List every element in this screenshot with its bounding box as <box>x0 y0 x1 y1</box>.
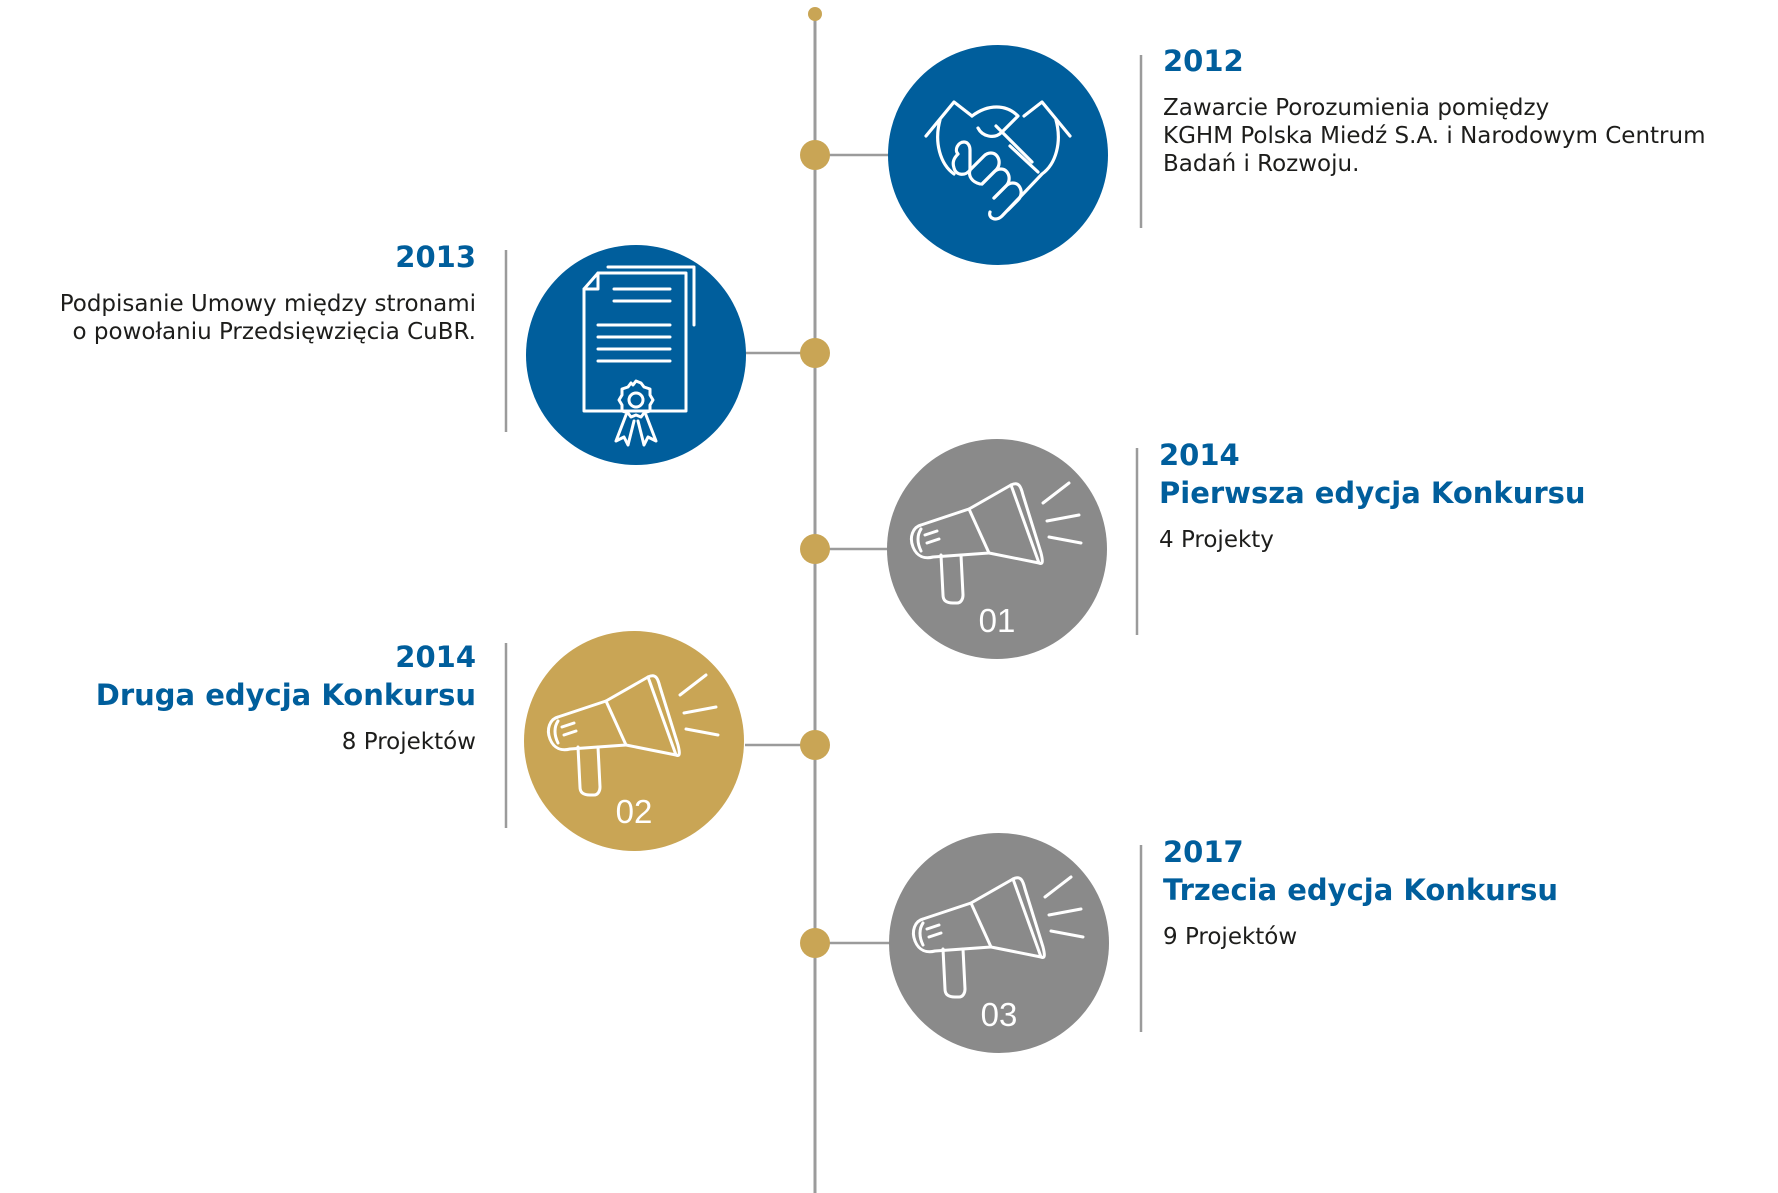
node-circle <box>524 631 744 851</box>
event-description: 4 Projekty <box>1159 527 1274 553</box>
node-dot <box>800 140 830 170</box>
node-badge: 01 <box>979 602 1016 639</box>
description-line: Podpisanie Umowy między stronami <box>59 291 476 317</box>
description-line: Badań i Rozwoju. <box>1163 151 1360 177</box>
node-badge: 02 <box>616 793 653 830</box>
event-2014-first-text: 2014 Pierwsza edycja Konkursu 4 Projekty <box>1159 436 1778 554</box>
node-dot <box>800 730 830 760</box>
event-description: 8 Projektów <box>341 729 476 755</box>
node-dot <box>800 928 830 958</box>
handshake-icon <box>924 100 1072 221</box>
event-2017-text: 2017 Trzecia edycja Konkursu 9 Projektów <box>1163 833 1778 951</box>
event-subtitle: Druga edycja Konkursu <box>95 678 476 712</box>
timeline-node-2014-second: 02 <box>504 631 830 851</box>
event-year: 2014 <box>1159 438 1240 472</box>
timeline-node-2017: 03 <box>800 833 1143 1053</box>
event-subtitle: Trzecia edycja Konkursu <box>1163 873 1559 907</box>
timeline-node-2014-first: 01 <box>800 439 1139 659</box>
event-2014-second-text: 2014 Druga edycja Konkursu 8 Projektów <box>0 638 476 756</box>
node-dot <box>800 534 830 564</box>
event-2012-text: 2012 Zawarcie Porozumienia pomiędzy KGHM… <box>1163 42 1778 178</box>
description-line: Zawarcie Porozumienia pomiędzy <box>1163 95 1550 121</box>
description-line: KGHM Polska Miedź S.A. i Narodowym Centr… <box>1163 123 1706 149</box>
event-description: Zawarcie Porozumienia pomiędzy KGHM Pols… <box>1163 94 1778 178</box>
node-circle <box>889 833 1109 1053</box>
event-year: 2013 <box>395 240 476 274</box>
event-year: 2012 <box>1163 44 1244 78</box>
certificate-document-icon <box>582 265 696 447</box>
node-dot <box>800 338 830 368</box>
timeline-start-dot <box>808 7 822 21</box>
timeline-node-2012 <box>800 45 1143 265</box>
event-description: 9 Projektów <box>1163 924 1298 950</box>
event-description: Podpisanie Umowy między stronami o powoł… <box>0 290 476 346</box>
node-circle <box>887 439 1107 659</box>
node-badge: 03 <box>981 996 1018 1033</box>
event-subtitle: Pierwsza edycja Konkursu <box>1159 476 1586 510</box>
node-circle <box>526 245 746 465</box>
event-2013-text: 2013 Podpisanie Umowy między stronami o … <box>0 238 476 346</box>
description-line: o powołaniu Przedsięwzięcia CuBR. <box>72 319 476 345</box>
event-year: 2017 <box>1163 835 1244 869</box>
timeline-node-2013 <box>504 245 830 465</box>
event-year: 2014 <box>395 640 476 674</box>
